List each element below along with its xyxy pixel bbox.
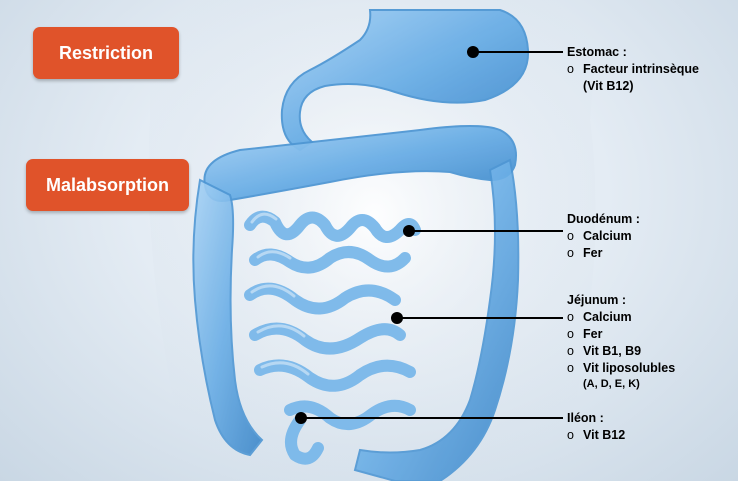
label-jejunum: Jéjunum : oCalcium oFer oVit B1, B9 oVit… (567, 292, 675, 391)
bullet-icon: o (567, 228, 574, 245)
bullet-icon: o (567, 360, 574, 377)
label-duodenum: Duodénum : oCalcium oFer (567, 211, 640, 262)
label-title: Jéjunum : (567, 292, 675, 309)
marker-ileon (295, 412, 307, 424)
bullet-icon: o (567, 343, 574, 360)
list-item: oVit B12 (567, 427, 625, 444)
bullet-icon: o (567, 245, 574, 262)
label-title: Duodénum : (567, 211, 640, 228)
list-item: oCalcium (567, 228, 640, 245)
list-item: oFer (567, 245, 640, 262)
bullet-icon: o (567, 309, 574, 326)
label-estomac: Estomac : oFacteur intrinsèque (Vit B12) (567, 44, 699, 95)
list-item: oFer (567, 326, 675, 343)
list-item: (Vit B12) (567, 78, 699, 95)
list-item: oCalcium (567, 309, 675, 326)
list-item: oVit liposolubles (567, 360, 675, 377)
label-title: Iléon : (567, 410, 625, 427)
bullet-icon: o (567, 427, 574, 444)
list-item: oVit B1, B9 (567, 343, 675, 360)
bullet-icon: o (567, 61, 574, 78)
marker-estomac (467, 46, 479, 58)
bullet-icon: o (567, 326, 574, 343)
marker-jejunum (391, 312, 403, 324)
restriction-badge: Restriction (33, 27, 179, 79)
malabsorption-badge: Malabsorption (26, 159, 189, 211)
label-title: Estomac : (567, 44, 699, 61)
label-note: (A, D, E, K) (567, 377, 675, 391)
list-item: oFacteur intrinsèque (567, 61, 699, 78)
label-ileon: Iléon : oVit B12 (567, 410, 625, 444)
marker-duodenum (403, 225, 415, 237)
